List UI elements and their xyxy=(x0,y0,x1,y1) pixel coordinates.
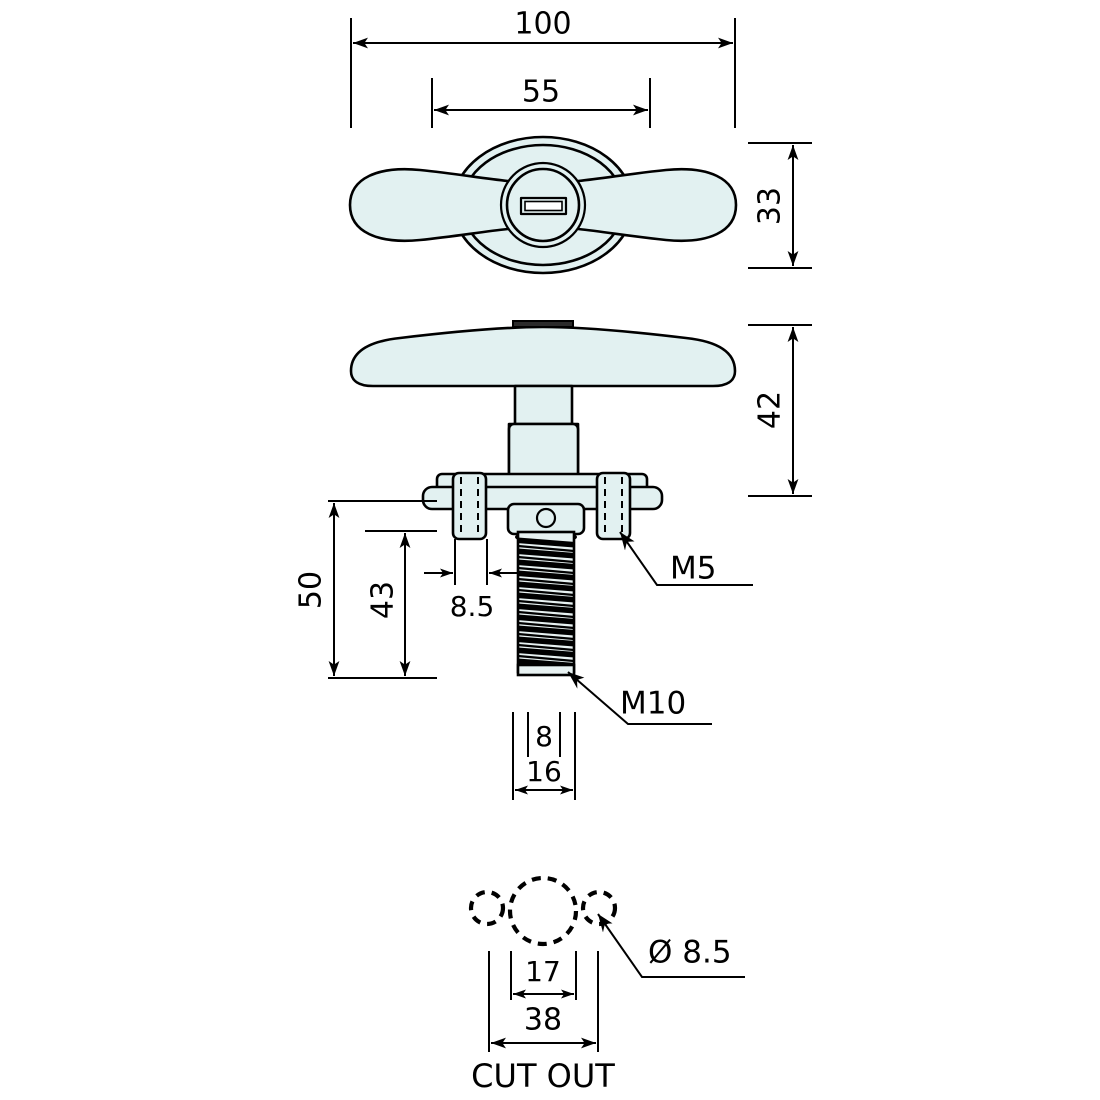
dimension-stud-offset: 8.5 xyxy=(424,539,518,623)
cutout-center-hole xyxy=(507,875,579,947)
dimension-bolt-flat-width: 8 xyxy=(527,712,561,757)
dimension-bolt-base-width: 16 xyxy=(512,712,576,800)
dimension-label-50: 50 xyxy=(294,571,329,609)
callout-cutout-diameter: Ø 8.5 xyxy=(597,913,745,978)
dimension-label-42: 42 xyxy=(753,391,788,429)
dimension-side-view-height: 42 xyxy=(748,324,812,497)
dimension-overall-width: 100 xyxy=(350,7,736,128)
dimension-cutout-outer-span: 38 xyxy=(488,951,599,1052)
cutout-hole-right xyxy=(580,889,618,927)
dimension-label-100: 100 xyxy=(514,7,571,42)
dimension-cutout-inner-span: 17 xyxy=(510,951,577,1000)
cut-out-view xyxy=(468,875,618,947)
callout-label-diameter-8-5: Ø 8.5 xyxy=(648,935,732,971)
bolt-threads xyxy=(518,537,574,669)
stud-right xyxy=(595,471,632,541)
cutout-hole-left xyxy=(468,889,506,927)
dimension-top-view-height: 33 xyxy=(748,142,812,269)
dimension-label-16: 16 xyxy=(526,755,562,788)
dimension-shaft-length-inner: 43 xyxy=(365,530,437,679)
dimension-label-8-5: 8.5 xyxy=(450,590,495,623)
stud-left xyxy=(451,471,488,541)
dimension-label-17: 17 xyxy=(525,955,561,988)
callout-label-m5: M5 xyxy=(670,551,716,587)
dimension-label-33: 33 xyxy=(753,187,788,225)
dimension-handle-inner-width: 55 xyxy=(431,75,651,128)
callout-label-m10: M10 xyxy=(620,686,686,722)
dimension-label-55: 55 xyxy=(522,75,560,110)
bolt-end-face xyxy=(516,663,576,677)
dimension-label-8: 8 xyxy=(535,720,553,753)
side-view xyxy=(349,320,737,677)
dimension-label-38: 38 xyxy=(524,1003,562,1038)
top-view xyxy=(348,135,738,275)
handle-top-tab xyxy=(512,320,574,328)
handle-bar xyxy=(349,325,737,388)
callout-m5: M5 xyxy=(619,531,753,587)
callout-m10: M10 xyxy=(567,671,712,725)
key-slot-inner xyxy=(524,200,563,212)
cut-out-caption: CUT OUT xyxy=(471,1057,615,1095)
cam-boss-hole xyxy=(535,507,557,529)
lock-cylinder-inner xyxy=(505,167,581,243)
dimension-label-43: 43 xyxy=(366,581,401,619)
